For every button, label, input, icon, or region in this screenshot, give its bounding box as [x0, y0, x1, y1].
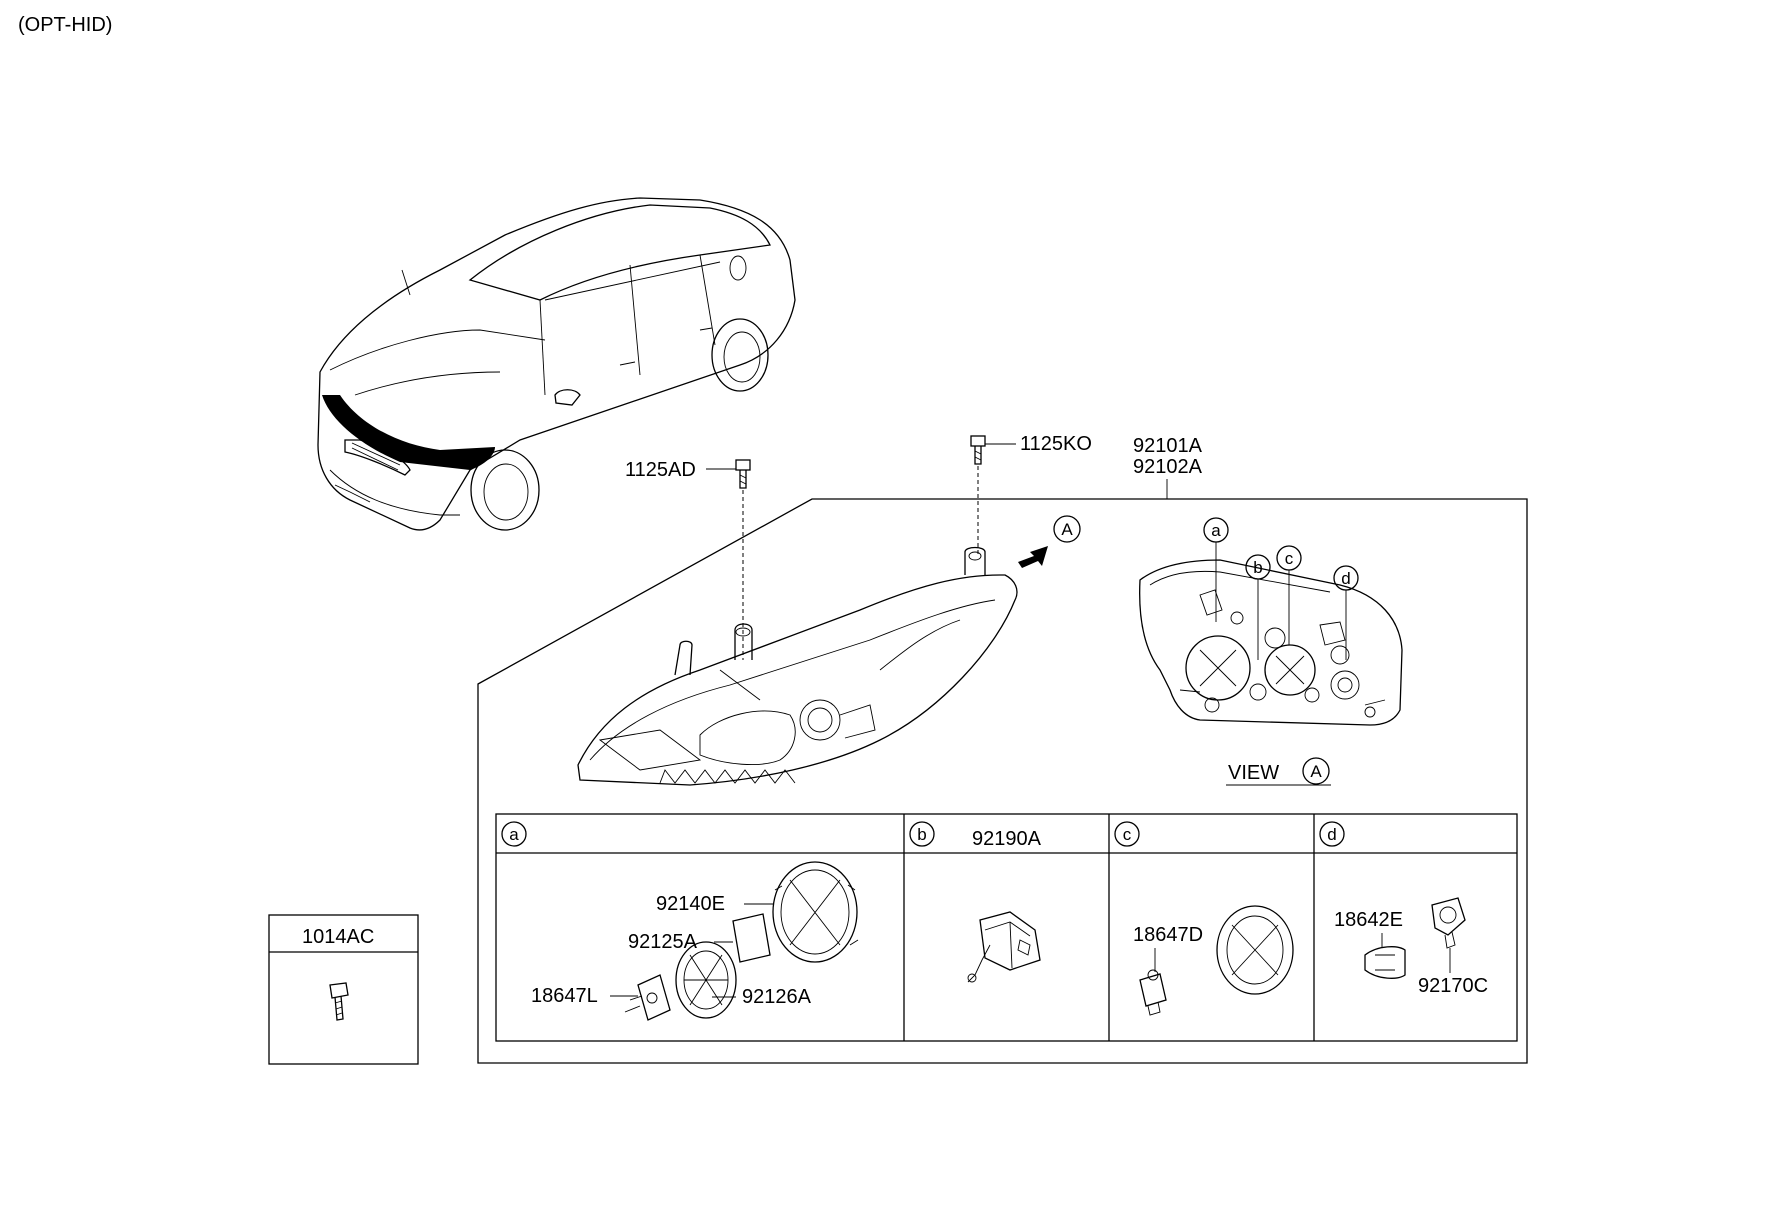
view-caption-letter: A: [1310, 762, 1322, 781]
panel-a-letter: a: [509, 825, 519, 844]
panel-b-letter: b: [917, 825, 926, 844]
view-arrow-letter: A: [1061, 520, 1073, 539]
standalone-box: [268, 914, 419, 1065]
panel-d-parts: [1364, 897, 1466, 979]
detail-table: [495, 813, 1518, 1042]
label-1125ko: 1125KO: [1020, 433, 1092, 455]
label-92101a: 92101A: [1133, 435, 1203, 457]
panel-b-header: b 92190A: [909, 821, 1042, 850]
view-a-drawing: [1139, 559, 1403, 726]
panel-b-part: 92190A: [972, 828, 1042, 850]
label-18647d: 18647D: [1133, 924, 1203, 946]
callout-b: b: [1245, 554, 1271, 660]
callout-d-letter: d: [1341, 569, 1350, 588]
view-caption-word: VIEW: [1228, 762, 1279, 784]
panel-c-header: c: [1114, 821, 1140, 847]
label-1125ad: 1125AD: [625, 459, 696, 481]
callout-a-letter: a: [1211, 521, 1221, 540]
label-18647l: 18647L: [531, 985, 598, 1007]
callout-a: a: [1203, 517, 1229, 622]
callout-b-letter: b: [1253, 558, 1262, 577]
panel-c-parts: [1139, 905, 1294, 1016]
label-18642e: 18642E: [1334, 909, 1403, 931]
callout-c: c: [1276, 545, 1302, 645]
view-arrow-icon: [1018, 546, 1048, 568]
label-92126a: 92126A: [742, 986, 812, 1008]
label-1014ac: 1014AC: [302, 926, 374, 948]
bolt-1125ko: [970, 435, 986, 555]
panel-c-letter: c: [1123, 825, 1132, 844]
panel-b-igniter: [967, 911, 1041, 983]
label-92102a: 92102A: [1133, 456, 1203, 478]
bolt-1125ad: [735, 459, 751, 660]
car-illustration: [317, 197, 796, 531]
panel-d-header: d: [1319, 821, 1345, 847]
option-label: (OPT-HID): [18, 14, 112, 36]
assembly-frame: [477, 498, 1528, 1064]
label-92140e: 92140E: [656, 893, 725, 915]
callout-d: d: [1333, 565, 1359, 660]
view-caption-circle: [1302, 757, 1330, 785]
panel-a-header: a: [501, 821, 527, 847]
screw-icon: [329, 982, 349, 1021]
label-92125a: 92125A: [628, 931, 698, 953]
panel-a-parts: [624, 861, 859, 1021]
label-92170c: 92170C: [1418, 975, 1488, 997]
view-a-circle: [1053, 515, 1081, 543]
panel-d-letter: d: [1327, 825, 1336, 844]
headlamp-assembly: [577, 546, 1018, 786]
callout-c-letter: c: [1285, 549, 1294, 568]
